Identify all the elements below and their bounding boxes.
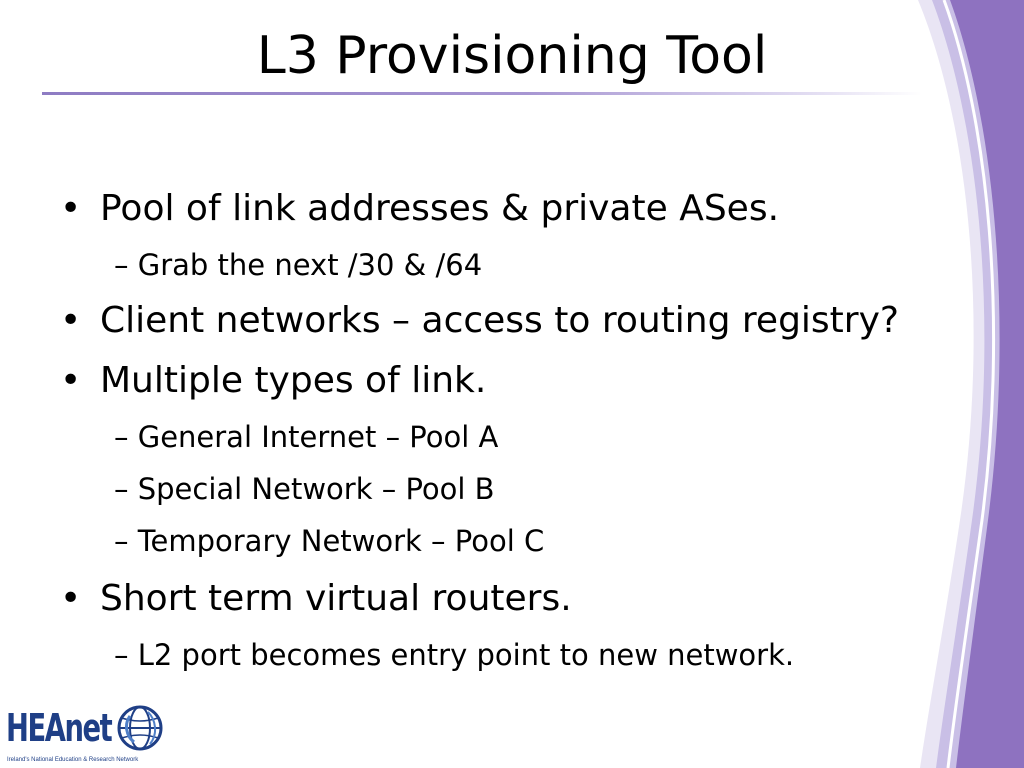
sub-bullet-item: – General Internet – Pool A [114, 420, 499, 454]
bullet-dot: • [60, 188, 82, 229]
sub-bullet-item: – Special Network – Pool B [114, 472, 495, 506]
globe-icon [117, 705, 163, 751]
sub-bullet-item: – Grab the next /30 & /64 [114, 248, 483, 282]
swoosh-main-band [950, 0, 1024, 768]
bullet-item: Short term virtual routers. [100, 578, 572, 619]
bullet-item: Client networks – access to routing regi… [100, 300, 900, 341]
bullet-dot: • [60, 578, 82, 619]
bullet-dot: • [60, 360, 82, 401]
logo-wordmark: HEAnet [6, 706, 113, 750]
sub-bullet-item: – L2 port becomes entry point to new net… [114, 638, 795, 672]
heanet-logo: HEAnet Ireland's National Education & Re… [6, 704, 166, 766]
bullet-item: Multiple types of link. [100, 360, 487, 401]
swoosh-white-line [942, 0, 996, 768]
sub-bullet-item: – Temporary Network – Pool C [114, 524, 545, 558]
bullet-item: Pool of link addresses & private ASes. [100, 188, 780, 229]
logo-tagline: Ireland's National Education & Research … [7, 757, 139, 763]
title-underline [42, 92, 922, 95]
bullet-dot: • [60, 300, 82, 341]
slide-title: L3 Provisioning Tool [256, 26, 768, 86]
